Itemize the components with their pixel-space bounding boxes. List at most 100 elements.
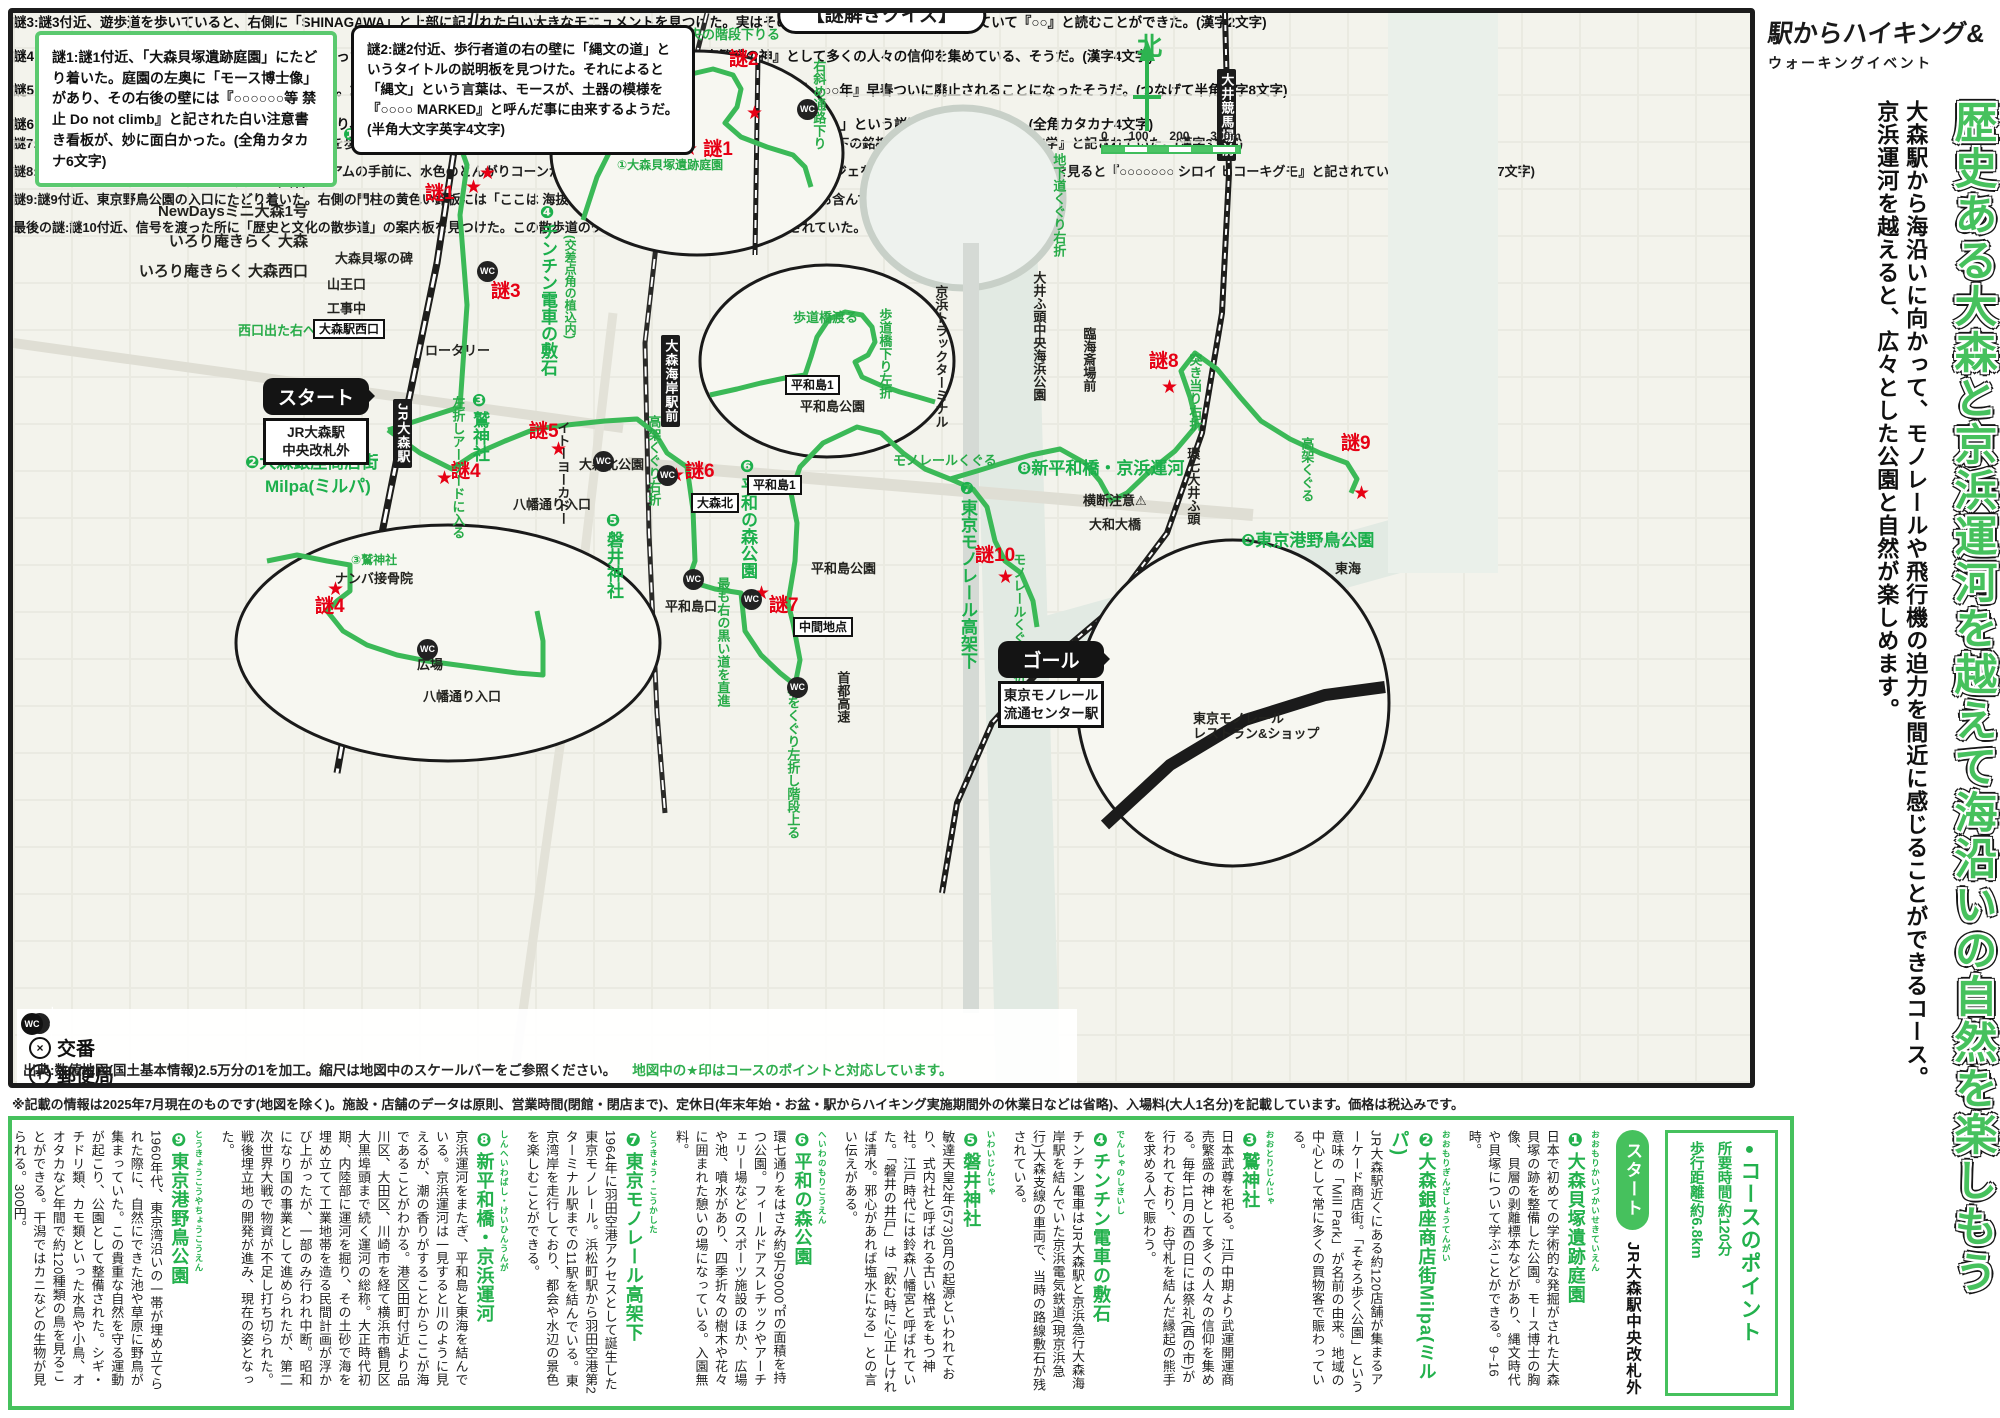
course-point: とうきょう・こうかした ❼東京モノレール高架下 1964年に羽田空港アクセスとし… xyxy=(522,1130,659,1396)
map-label: 工事中 xyxy=(327,301,367,316)
map-label: 謎10 xyxy=(975,545,1016,566)
sidebar-vertical-text: 歴史ある大森と京浜運河を越えて海沿いの自然を楽しもう 大森駅から海沿いに向かって… xyxy=(1796,100,1998,1412)
course-point-description: 日本で初めての学術的な発掘がされた大森貝塚の跡を整備した公園。モース博士の胸像、… xyxy=(1466,1130,1560,1387)
course-point: へいわのもりこうえん ❻平和の森公園 環七通りをはさみ約9万9000㎡の面積を持… xyxy=(672,1130,829,1396)
map-label: 中間地点 xyxy=(793,617,854,638)
map-label: 平和島1 xyxy=(747,475,802,496)
legend-icon: × xyxy=(29,1036,51,1059)
legend-label: 郵便局 xyxy=(57,1066,115,1087)
start-station: JR大森駅 中央改札外 xyxy=(263,418,369,466)
map-label: 高架くぐる xyxy=(1299,437,1315,502)
course-point: おおもりかいづかいせきていえん ❶大森貝塚遺跡庭園 日本で初めての学術的な発掘が… xyxy=(1464,1130,1601,1396)
map-label: ★ xyxy=(1161,377,1179,398)
goal-station: 東京モノレール 流通センター駅 xyxy=(998,681,1104,729)
course-point-furigana: しんへいわばし・けいひんうんが xyxy=(499,1130,510,1273)
map-label: 臨海斎場前 xyxy=(1081,327,1097,392)
course-point-furigana: おおとりじんじゃ xyxy=(1265,1130,1275,1206)
map-label: 京浜トラックターミナル xyxy=(933,285,949,428)
scale-tick-label: 200 xyxy=(1169,129,1190,143)
map-label: 謎5 xyxy=(529,421,559,442)
keikyu-line-dash xyxy=(643,13,708,814)
course-points-panel: コースのポイント 所要時間/約120分 歩行距離/約6.8km スタート JR大… xyxy=(8,1116,1794,1410)
course-points-title: コースのポイント xyxy=(1734,1141,1766,1385)
map-label: WC xyxy=(797,99,818,120)
course-point-heading: しんへいわばし・けいひんうんが ❽新平和橋・京浜運河 xyxy=(471,1130,511,1392)
map-label: 大森北 xyxy=(691,493,740,514)
goal-station-line2: 流通センター駅 xyxy=(1003,705,1099,721)
source-text: 出典:数値地図(国土基本情報)2.5万分の1を加工。縮尺は地図中のスケールバーを… xyxy=(23,1063,617,1078)
map-label: ★ xyxy=(479,163,497,184)
info-disclaimer-note: ※記載の情報は2025年7月現在のものです(地図を除く)。施設・店舗のデータは原… xyxy=(12,1097,1465,1112)
course-point-name: ❺磐井神社 xyxy=(961,1130,982,1228)
eki-kara-hiking-logo: 駅からハイキング& ウォーキングイベント xyxy=(1766,14,1993,73)
map-label: WC xyxy=(683,569,704,590)
map-label: 歩道橋渡る xyxy=(793,310,859,325)
course-description-1: 大森駅から海沿いに向かって、モノレールや飛行機の迫力を間近に感じることができるコ… xyxy=(1903,100,1929,1089)
legend-item: 〒郵便局 xyxy=(29,1061,1065,1087)
course-route-east xyxy=(949,350,1360,504)
map-label: WC xyxy=(741,589,762,610)
map-label: ロータリー xyxy=(425,343,491,358)
course-points-header: コースのポイント 所要時間/約120分 歩行距離/約6.8km xyxy=(1665,1130,1778,1396)
course-point-name: ❸鷲神社 xyxy=(1240,1130,1261,1209)
map-label: いろり庵きらく 大森西口 xyxy=(138,263,308,280)
map-label: ★ xyxy=(1353,483,1371,504)
course-point-description: 1964年に羽田空港アクセスとして誕生した東京モノレール。浜松町駅から羽田空港第… xyxy=(524,1130,618,1395)
goal-callout: ゴール 東京モノレール 流通センター駅 xyxy=(998,641,1110,729)
map-label: 謎7 xyxy=(769,595,799,616)
course-point-name: ❹チンチン電車の敷石 xyxy=(1091,1130,1111,1323)
quiz-box-title: 【謎解きクイズ】 xyxy=(776,13,987,35)
rail-detail-dash xyxy=(754,54,759,256)
logo-line2: ウォーキングイベント xyxy=(1768,55,1933,71)
legend-icon: WC xyxy=(21,1012,43,1035)
legend-label: トイレ xyxy=(49,1006,59,1042)
canal-band xyxy=(971,162,1060,1083)
course-point-furigana: とうきょうこうやちょうこうえん xyxy=(194,1130,204,1273)
course-point-heading: おおもりぎんざしょうてんがい ❷大森銀座商店街Milpa(ミルパ) xyxy=(1386,1130,1453,1392)
start-callout: スタート JR大森駅 中央改札外 xyxy=(263,378,375,466)
map-label: 謎8 xyxy=(1149,351,1179,372)
map-label: 謎2 xyxy=(729,49,759,70)
kannana-road xyxy=(627,457,1254,521)
map-label: 首都高速 xyxy=(835,671,851,723)
map-label: 大井ふ頭中央海浜公園 xyxy=(1031,271,1047,401)
course-point-description: 日本武尊を祀る。江戸中期より武運開運商売繁盛の神として多くの人々の信仰を集める。… xyxy=(1141,1130,1235,1387)
north-arrow-head xyxy=(1139,39,1155,61)
map-label: ナンバ接骨院 xyxy=(335,571,414,586)
map-label: 高架くぐり右折 xyxy=(646,415,662,506)
map-label: ❹チンチン電車の敷石 xyxy=(538,203,558,376)
course-route-detail-left xyxy=(266,552,546,678)
course-points-flow: コースのポイント 所要時間/約120分 歩行距離/約6.8km スタート JR大… xyxy=(12,1130,1778,1396)
course-point: おおとりじんじゃ ❸鷲神社 日本武尊を祀る。江戸中期より武運開運商売繁盛の神とし… xyxy=(1139,1130,1276,1396)
scale-tick-label: 300m xyxy=(1210,129,1241,143)
map-label: NewDaysミニ大森1号 xyxy=(157,203,308,220)
course-title-vertical: 歴史ある大森と京浜運河を越えて海沿いの自然を楽しもう xyxy=(1948,100,1996,1296)
course-description-2: 京浜運河を越えると、広々とした公園と自然が楽しめます。 xyxy=(1874,100,1900,721)
map-label: 横断注意⚠ xyxy=(1083,493,1147,508)
riddle-2-text: 謎2:謎2付近、歩行者道の右の壁に「縄文の道」というタイトルの説明板を見つけた。… xyxy=(367,42,679,137)
map-label: ③鷲神社 xyxy=(351,553,398,567)
course-point: いわいじんじゃ ❺磐井神社 敏達天皇2年(573)8月の起源といわれており、式内… xyxy=(840,1130,997,1396)
scale-tick-label: 100 xyxy=(1128,129,1149,143)
callout-ellipse-goal xyxy=(1075,538,1391,868)
course-point-heading: へいわのもりこうえん ❻平和の森公園 xyxy=(789,1130,829,1392)
legend-label: 交番 xyxy=(57,1039,96,1060)
monorail-detail xyxy=(1100,681,1386,830)
map-label: ★ xyxy=(997,567,1015,588)
course-point-furigana: おおもりかいづかいせきていえん xyxy=(1590,1130,1601,1273)
course-point: しんへいわばし・けいひんうんが ❽新平和橋・京浜運河 京浜運河をまたぎ、平和島と… xyxy=(217,1130,510,1396)
map-label: ❾東京港野鳥公園 xyxy=(1241,531,1375,550)
map-label: モノレールくぐる xyxy=(893,453,997,468)
map-label: 謎9 xyxy=(1341,433,1371,454)
course-point-heading: おおとりじんじゃ ❸鷲神社 xyxy=(1236,1130,1276,1392)
map-label: ❸鷲神社 xyxy=(470,391,490,462)
map-label: 最も右の黒い道を直進 xyxy=(715,577,731,707)
course-point-furigana: でんしゃのしきいし xyxy=(1115,1130,1126,1216)
source-star-note: 地図中の★印はコースのポイントと対応しています。 xyxy=(632,1063,953,1078)
course-point-furigana: いわいじんじゃ xyxy=(986,1130,996,1197)
map-label: いろり庵きらく 大森 xyxy=(168,233,308,250)
legend-item: × 交番 xyxy=(29,1034,1065,1061)
